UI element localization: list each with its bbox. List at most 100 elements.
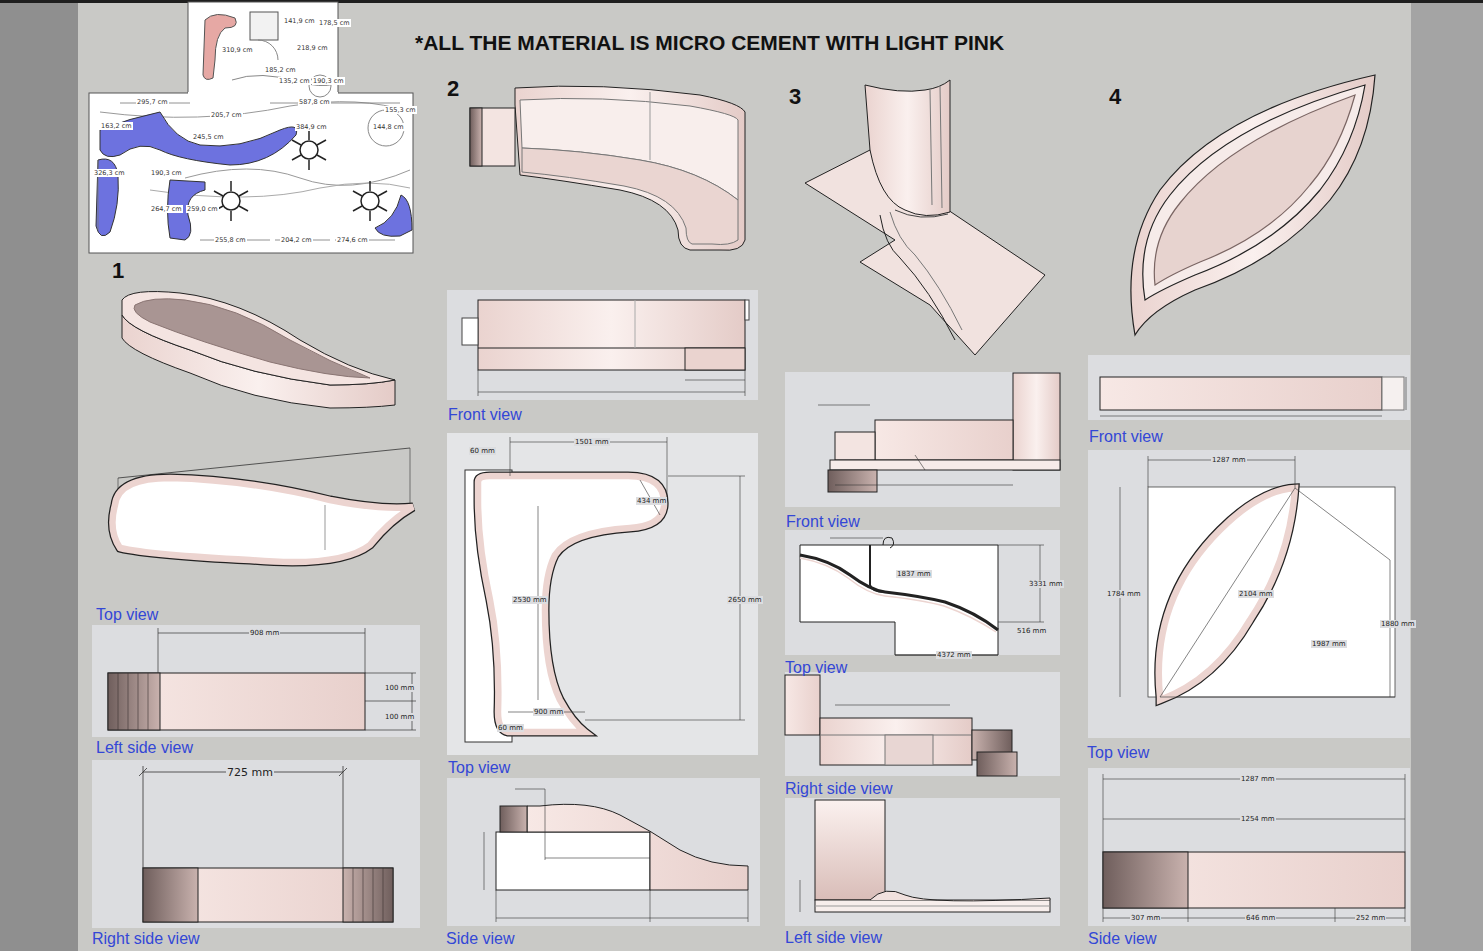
floor-plan-part-part xyxy=(292,140,301,145)
piece-3-right-side-view-part xyxy=(835,705,950,706)
piece-1-left-side-view-part-part xyxy=(158,628,159,673)
piece-3-right-side-view-part xyxy=(885,735,933,765)
floor-plan-part-part xyxy=(317,155,326,160)
dimension: 4372 mm xyxy=(936,651,972,659)
piece-2-iso-part xyxy=(470,108,482,166)
piece-1-left-side-view-part xyxy=(108,673,365,730)
piece-1-right-side-view-part-part xyxy=(339,768,347,776)
piece-1-right-side-view-part xyxy=(143,868,393,922)
piece-1-left-side-view-part-part xyxy=(365,673,416,674)
piece-2-top-view-part xyxy=(478,476,664,732)
callout-number: 2 xyxy=(447,76,459,102)
floor-plan-part xyxy=(375,195,412,236)
piece-4-front-view-part xyxy=(1100,377,1382,410)
piece-3-front-view-part-part xyxy=(818,405,870,406)
piece-2-side-view-part-part xyxy=(545,858,650,859)
piece-3-right-side-view-part xyxy=(785,675,820,735)
view-caption: Left side view xyxy=(785,929,882,947)
piece-2-side-view-part-part xyxy=(650,890,651,922)
floor-plan-part-part xyxy=(239,191,248,196)
piece-1-left-side-view-part-part xyxy=(365,628,366,673)
floor-plan-part-part xyxy=(361,192,379,210)
piece-3-left-side-view-part xyxy=(815,800,885,900)
piece-1-left-side-view-part-part xyxy=(365,730,416,731)
piece-3-front-view-part xyxy=(830,460,1060,470)
piece-3-left-side-view-part xyxy=(815,906,1050,907)
piece-3-right-side-view-part xyxy=(820,718,972,765)
piece-3-front-view-part-part xyxy=(915,455,925,470)
plan-dimension: 245,5 cm xyxy=(192,133,225,141)
piece-1-right-side-view-part-part xyxy=(343,766,344,868)
dimension: 2530 mm xyxy=(512,596,548,604)
dimension: 908 mm xyxy=(249,629,280,637)
piece-2-top-view-part-part xyxy=(667,437,668,500)
piece-2-front-view-part-part xyxy=(478,370,479,396)
piece-2-side-view xyxy=(447,778,760,926)
piece-3-front-view-part-part xyxy=(835,485,1013,486)
piece-3-top-view-part xyxy=(800,558,996,632)
plan-dimension: 190,3 cm xyxy=(312,77,345,85)
piece-1-right-side-view-part xyxy=(353,868,383,922)
plan-dimension: 587,8 cm xyxy=(298,98,331,106)
piece-3-top-view-part xyxy=(800,555,998,630)
dimension: 900 mm xyxy=(533,708,564,716)
piece-2-front-view xyxy=(447,290,758,400)
piece-2-side-view-part xyxy=(527,804,748,890)
piece-4-top-view-part xyxy=(1159,488,1295,700)
piece-2-side-view-part xyxy=(484,789,748,922)
piece-1-top-view-part xyxy=(410,448,411,505)
piece-2-top-view-part-part xyxy=(585,720,745,721)
piece-1-left-side-view-part-part xyxy=(412,673,413,730)
plan-dimension: 163,2 cm xyxy=(100,122,133,130)
piece-2-side-view-part-part xyxy=(496,890,497,922)
piece-3-left-side-view-part xyxy=(870,891,1050,901)
piece-2-side-view-part-part xyxy=(545,789,546,860)
view-caption: Right side view xyxy=(785,780,893,798)
piece-4-top-view xyxy=(1088,450,1410,738)
piece-2-iso-part xyxy=(522,148,738,245)
floor-plan-part xyxy=(188,92,338,94)
floor-plan-part-part xyxy=(230,211,232,221)
floor-plan-part-part xyxy=(300,141,318,159)
dimension: 60 mm xyxy=(497,724,524,732)
piece-3-left-side-view-part xyxy=(785,798,1060,926)
piece-3-left-side-view-part xyxy=(815,900,1050,912)
dimension: 725 mm xyxy=(226,766,274,779)
piece-2-top-view-part xyxy=(447,433,758,755)
piece-1-left-side-view-part-part xyxy=(118,673,119,730)
piece-2-front-view-part xyxy=(462,318,478,345)
dimension: 100 mm xyxy=(384,713,415,721)
floor-plan-part xyxy=(214,130,387,221)
piece-1-left-side-view xyxy=(92,625,420,737)
plan-dimension: 155,3 cm xyxy=(384,106,417,114)
view-caption: Top view xyxy=(448,759,510,777)
piece-4-side-view-part-part xyxy=(1405,774,1406,852)
view-caption: Top view xyxy=(785,659,847,677)
piece-4-top-view-part-part xyxy=(1148,456,1149,487)
piece-4-top-view-part-part xyxy=(1390,560,1391,697)
piece-4-top-view-part xyxy=(1159,488,1295,700)
floor-plan-part-part xyxy=(353,191,362,196)
piece-2-front-view-part xyxy=(447,290,758,400)
piece-3-front-view-part xyxy=(875,420,1013,460)
view-caption: Front view xyxy=(786,513,860,531)
piece-4-front-view-part xyxy=(1382,377,1404,410)
piece-4-front-view xyxy=(1088,355,1410,420)
floor-plan-part-part xyxy=(378,191,387,196)
piece-3-front-view xyxy=(785,372,1060,507)
floor-plan-part-part xyxy=(292,155,301,160)
piece-4-iso-part xyxy=(1154,95,1355,285)
piece-1-right-side-view-part-part xyxy=(143,766,144,868)
dimension: 434 mm xyxy=(636,497,667,505)
piece-3-top-view-part xyxy=(830,538,1044,655)
piece-3-iso-part xyxy=(865,80,950,216)
view-caption: Front view xyxy=(1089,428,1163,446)
piece-2-front-view-part xyxy=(685,348,745,370)
plan-dimension: 178,5 cm xyxy=(318,19,351,27)
piece-1-right-side-view-part-part xyxy=(363,868,364,922)
piece-3-left-side-view-part xyxy=(800,880,801,912)
piece-3-iso-part xyxy=(890,212,962,330)
piece-1-left-side-view-part xyxy=(92,625,420,737)
piece-2-front-view-part-part xyxy=(685,380,745,381)
